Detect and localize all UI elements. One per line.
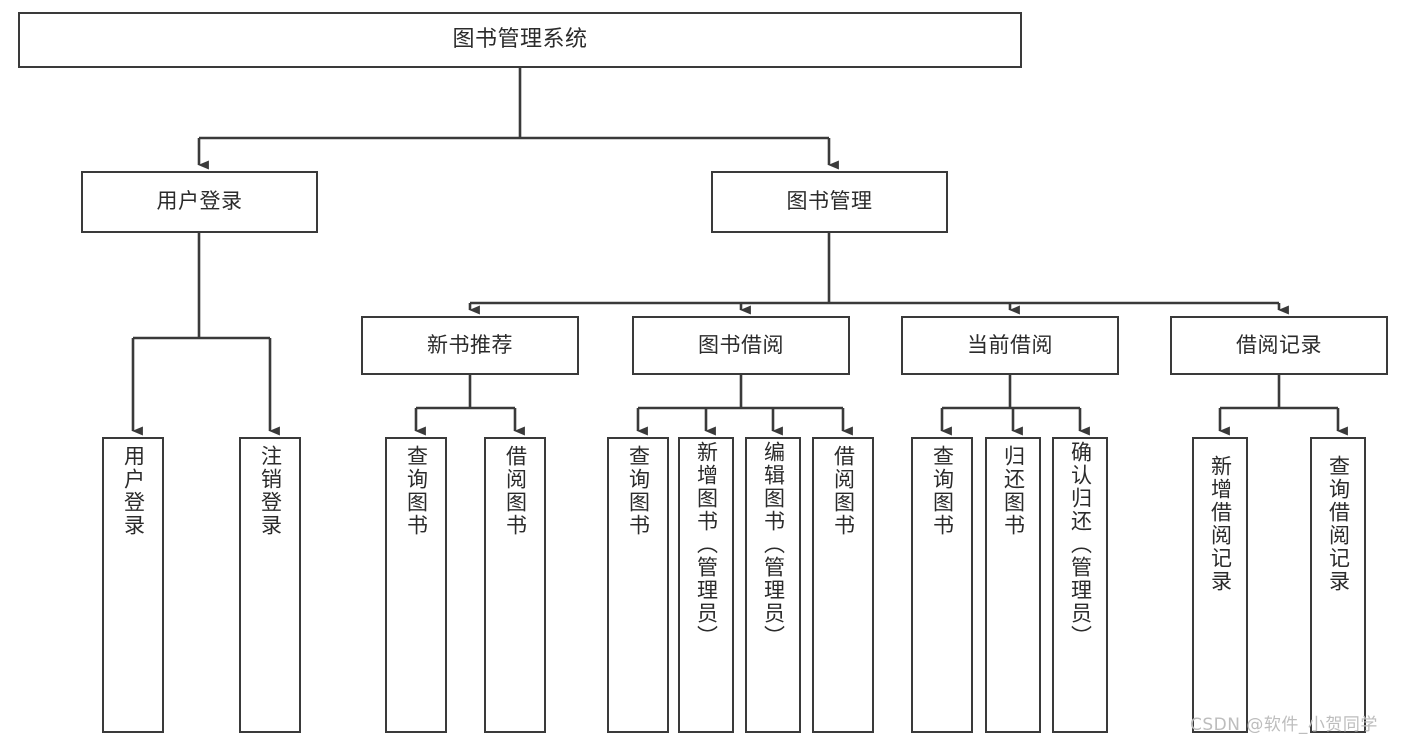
node-current-borrow-label: 当前借阅 (967, 332, 1053, 357)
node-leaf-query-book-3[interactable]: 查询图书 (911, 437, 973, 733)
csdn-watermark: CSDN @软件_小贺同学 (1190, 715, 1378, 735)
node-leaf-user-login-label: 用户登录 (121, 445, 146, 537)
node-root[interactable]: 图书管理系统 (18, 12, 1022, 68)
node-leaf-borrow-book-1-label: 借阅图书 (503, 445, 528, 537)
node-leaf-return-book[interactable]: 归还图书 (985, 437, 1041, 733)
node-leaf-edit-book[interactable]: 编辑图书（管理员） (745, 437, 801, 733)
node-user-login-label: 用户登录 (156, 189, 243, 214)
node-leaf-query-book-1-label: 查询图书 (404, 445, 429, 537)
node-leaf-add-record[interactable]: 新增借阅记录 (1192, 437, 1248, 733)
node-leaf-logout-label: 注销登录 (258, 445, 283, 537)
node-leaf-query-book-2-label: 查询图书 (626, 445, 651, 537)
node-book-management[interactable]: 图书管理 (711, 171, 948, 233)
node-leaf-borrow-book-1[interactable]: 借阅图书 (484, 437, 546, 733)
node-borrow-record[interactable]: 借阅记录 (1170, 316, 1388, 375)
node-leaf-query-book-1[interactable]: 查询图书 (385, 437, 447, 733)
node-leaf-edit-book-label: 编辑图书（管理员） (761, 441, 786, 648)
node-leaf-add-book-label: 新增图书（管理员） (694, 441, 719, 648)
node-leaf-logout[interactable]: 注销登录 (239, 437, 301, 733)
node-leaf-query-book-2[interactable]: 查询图书 (607, 437, 669, 733)
node-leaf-query-record-label: 查询借阅记录 (1326, 455, 1351, 593)
node-leaf-borrow-book-2[interactable]: 借阅图书 (812, 437, 874, 733)
node-leaf-add-record-label: 新增借阅记录 (1208, 455, 1233, 593)
node-leaf-confirm-return-label: 确认归还（管理员） (1068, 441, 1093, 648)
node-book-borrow-label: 图书借阅 (698, 332, 784, 357)
node-leaf-confirm-return[interactable]: 确认归还（管理员） (1052, 437, 1108, 733)
node-book-management-label: 图书管理 (786, 189, 873, 214)
node-leaf-user-login[interactable]: 用户登录 (102, 437, 164, 733)
node-leaf-add-book[interactable]: 新增图书（管理员） (678, 437, 734, 733)
node-leaf-return-book-label: 归还图书 (1001, 445, 1026, 537)
node-borrow-record-label: 借阅记录 (1236, 332, 1322, 357)
node-leaf-borrow-book-2-label: 借阅图书 (831, 445, 856, 537)
node-new-book-recommend[interactable]: 新书推荐 (361, 316, 579, 375)
node-current-borrow[interactable]: 当前借阅 (901, 316, 1119, 375)
node-root-label: 图书管理系统 (452, 26, 588, 52)
node-book-borrow[interactable]: 图书借阅 (632, 316, 850, 375)
node-leaf-query-record[interactable]: 查询借阅记录 (1310, 437, 1366, 733)
node-new-book-recommend-label: 新书推荐 (427, 332, 513, 357)
node-leaf-query-book-3-label: 查询图书 (930, 445, 955, 537)
node-user-login[interactable]: 用户登录 (81, 171, 318, 233)
